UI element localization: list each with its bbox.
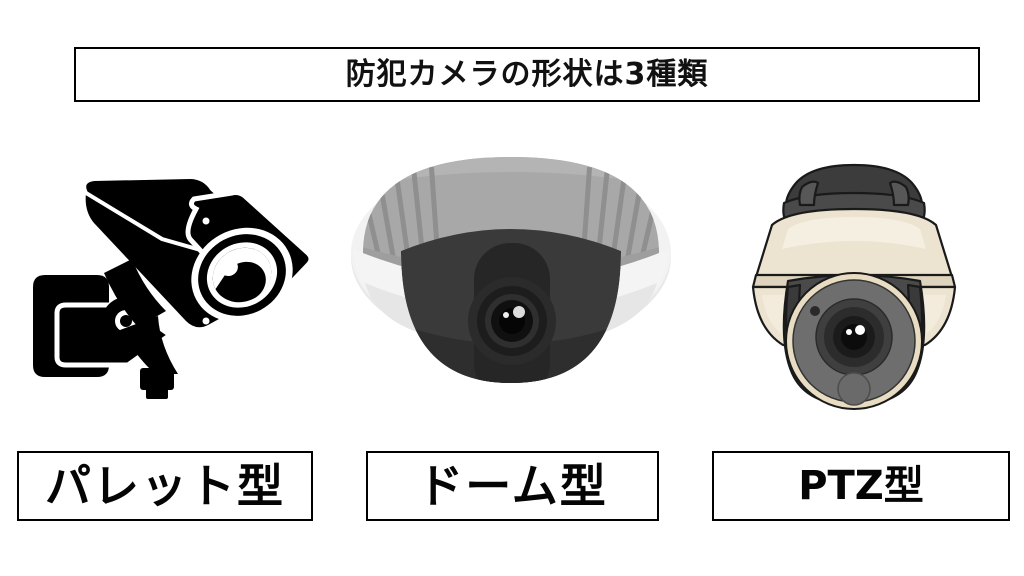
- ptz-camera-icon: [751, 163, 957, 410]
- camera-label-bullet: パレット型: [45, 459, 285, 513]
- camera-illustration-bullet: [0, 125, 340, 425]
- label-box-bullet: パレット型: [17, 451, 313, 521]
- camera-label-ptz: PTZ型: [798, 463, 924, 509]
- title-box: 防犯カメラの形状は3種類: [74, 47, 980, 102]
- dome-camera-icon: [351, 157, 671, 383]
- camera-illustration-row: [0, 125, 1024, 425]
- label-box-ptz: PTZ型: [712, 451, 1010, 521]
- label-box-dome: ドーム型: [366, 451, 659, 521]
- camera-label-dome: ドーム型: [417, 459, 608, 513]
- camera-illustration-dome: [341, 125, 681, 425]
- camera-illustration-ptz: [684, 125, 1024, 425]
- bullet-camera-icon: [33, 174, 314, 399]
- page-title: 防犯カメラの形状は3種類: [345, 56, 709, 92]
